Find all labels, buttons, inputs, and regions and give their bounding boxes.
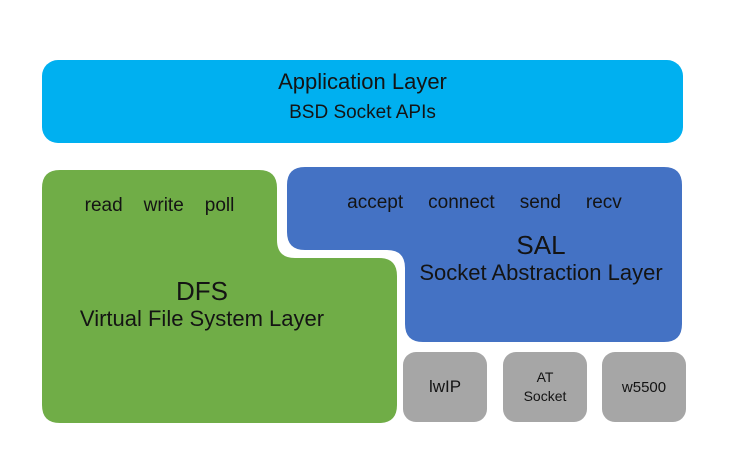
dfs-api-row: read write poll	[42, 194, 277, 218]
backend-label-lwip: lwIP	[428, 377, 462, 396]
sal-layer-box	[287, 167, 682, 342]
backend-box-w5500	[602, 352, 686, 422]
dfs-api-read: read	[84, 195, 123, 216]
sal-api-row: accept connect send recv	[287, 191, 682, 215]
sal-api-send: send	[519, 192, 561, 213]
dfs-layer-box	[42, 170, 397, 423]
dfs-api-write: write	[143, 195, 184, 216]
sal-acronym: SAL	[516, 230, 566, 260]
backend-box-at-socket	[503, 352, 587, 422]
sal-fullname: Socket Abstraction Layer	[419, 260, 663, 285]
application-layer-title: Application Layer	[278, 69, 447, 94]
dfs-acronym: DFS	[176, 276, 228, 306]
backend-label-w5500: w5500	[621, 378, 667, 396]
dfs-layer-title: DFS Virtual File System Layer	[42, 276, 362, 332]
backend-label-at-socket: AT Socket	[523, 369, 567, 404]
sal-api-accept: accept	[347, 192, 404, 213]
backend-box-lwip	[403, 352, 487, 422]
sal-api-connect: connect	[428, 192, 495, 213]
sal-layer-title: SAL Socket Abstraction Layer	[400, 230, 682, 286]
application-layer-subtitle: BSD Socket APIs	[289, 102, 436, 123]
sal-api-recv: recv	[585, 192, 622, 213]
dfs-api-poll: poll	[204, 195, 235, 216]
dfs-fullname: Virtual File System Layer	[79, 306, 325, 331]
application-layer-box	[42, 60, 683, 143]
